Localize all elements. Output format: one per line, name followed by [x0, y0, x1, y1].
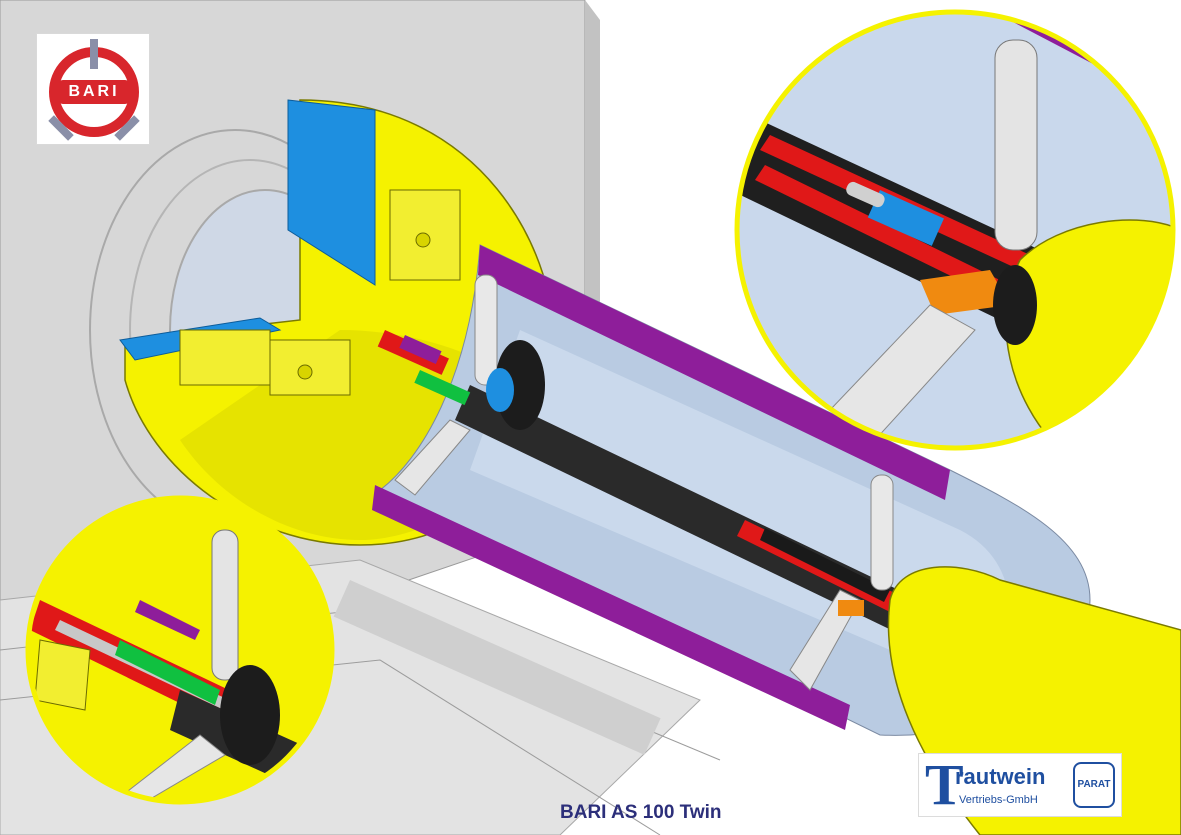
cutting-pin — [870, 474, 894, 591]
jaw-bolt-hole — [297, 364, 313, 380]
mechanism-blue-ring — [486, 368, 514, 412]
jaw-bolt-hole — [415, 232, 431, 248]
trautwein-name: rautwein — [955, 764, 1046, 789]
parat-badge-label: PARAT — [1077, 779, 1111, 790]
support-pin — [394, 419, 471, 496]
mechanism-purple-part — [399, 335, 442, 365]
trautwein-subtitle: Vertriebs-GmbH — [959, 794, 1038, 806]
bari-wordmark: BARI — [68, 83, 120, 100]
detail-zoom-frame — [734, 9, 1176, 451]
parat-badge: PARAT — [1073, 762, 1115, 808]
boring-bar-shaft — [455, 385, 930, 640]
detail-zoom-frame — [25, 495, 335, 805]
cutting-pin — [474, 274, 498, 386]
product-caption: BARI AS 100 Twin — [560, 802, 722, 823]
mechanism-green-part — [414, 369, 471, 406]
tube-wall-purple — [478, 245, 950, 500]
chuck-jaw-blue — [287, 99, 376, 286]
chuck-jaw-block — [179, 329, 271, 386]
bari-logo: BARI — [36, 33, 150, 145]
trautwein-initial: T — [925, 752, 964, 817]
trautwein-logo: T rautwein Vertriebs-GmbH PARAT — [918, 753, 1122, 817]
detail-zoom-top-right — [737, 12, 1173, 448]
tube-wall-purple — [372, 485, 850, 730]
orange-insert — [838, 600, 864, 616]
bed-rail — [333, 580, 661, 755]
boring-bar-core-inner — [760, 528, 890, 602]
bari-logo-mark — [48, 39, 140, 141]
